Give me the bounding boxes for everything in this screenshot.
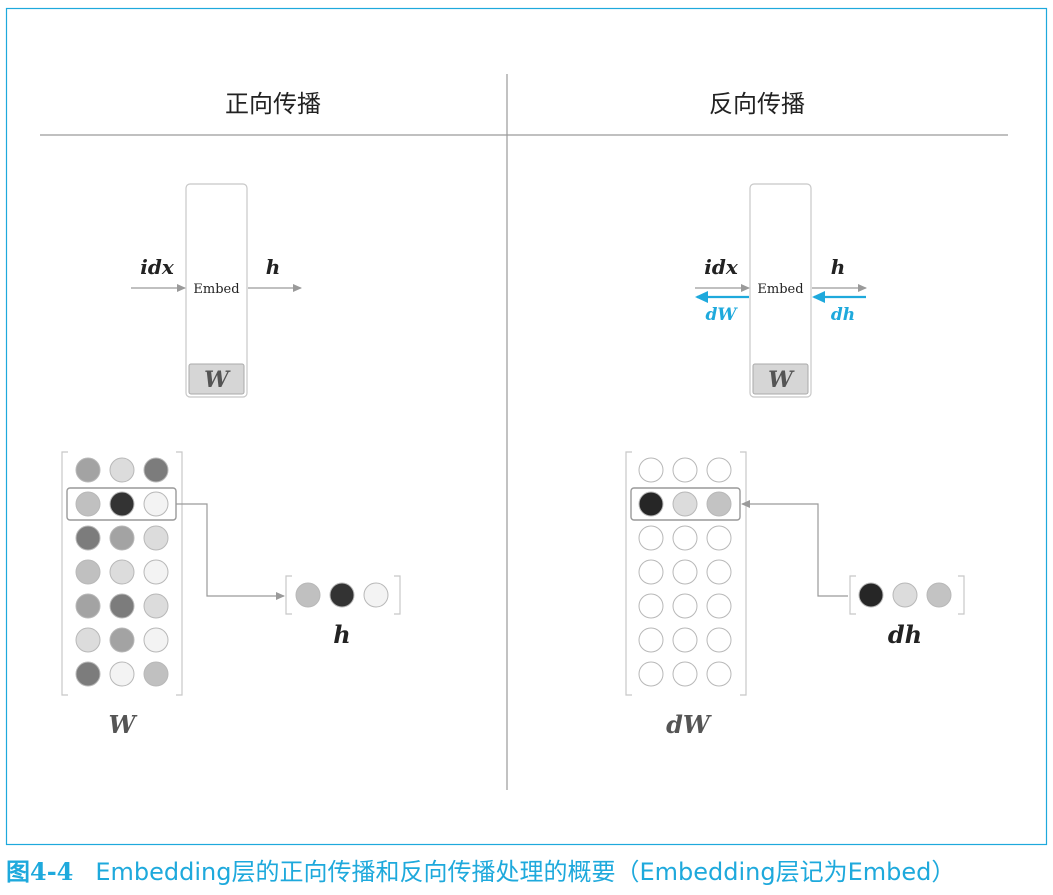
backward-matrix-cell-r0-c0: [638, 457, 664, 483]
backward-matrix-cell-r1-c0: [638, 491, 664, 517]
forward-matrix-cell-r4-c2: [143, 593, 169, 619]
forward-embed-node: Embed W: [185, 183, 248, 398]
forward-matrix-cell-r0-c1: [109, 457, 135, 483]
backward-matrix-cell-r4-c1: [672, 593, 698, 619]
backward-matrix-cell-r4-c2: [706, 593, 732, 619]
forward-matrix-cell-r1-c1: [109, 491, 135, 517]
forward-embed-box: [185, 183, 248, 398]
forward-matrix-cell-r3-c1: [109, 559, 135, 585]
backward-matrix-cell-r1-c1: [672, 491, 698, 517]
backward-matrix-cell-r6-c1: [672, 661, 698, 687]
forward-vector-bracket-left: [285, 575, 292, 615]
backward-embed-box: [749, 183, 812, 398]
forward-matrix-cell-r5-c2: [143, 627, 169, 653]
forward-title: 正向传播: [225, 90, 321, 118]
forward-matrix-cell-r6-c2: [143, 661, 169, 687]
backward-matrix-bracket-left: [625, 451, 632, 696]
backward-matrix-label: dW: [666, 710, 712, 739]
backward-matrix-cell-r6-c0: [638, 661, 664, 687]
backward-vector-bracket-left: [849, 575, 856, 615]
forward-matrix-cell-r5-c0: [75, 627, 101, 653]
backward-matrix-cell-r1-c2: [706, 491, 732, 517]
backward-scatter-connector: [741, 500, 848, 597]
forward-matrix-cell-r1-c2: [143, 491, 169, 517]
backward-vector-bracket-right: [958, 575, 965, 615]
forward-weight-box: [188, 363, 245, 395]
backward-weight-box: [752, 363, 809, 395]
backward-matrix-cell-r5-c0: [638, 627, 664, 653]
forward-matrix-cell-r4-c1: [109, 593, 135, 619]
grad-output-label: dh: [831, 305, 855, 325]
backward-matrix-cell-r4-c0: [638, 593, 664, 619]
backward-matrix-cell-r2-c2: [706, 525, 732, 551]
forward-matrix-cell-r1-c0: [75, 491, 101, 517]
backward-matrix-cell-r3-c2: [706, 559, 732, 585]
grad-weight-label: dW: [706, 305, 739, 325]
backward-embed-label: Embed: [757, 282, 803, 297]
backward-vector-cell-r0-c2: [926, 582, 952, 608]
backward-weight-label: W: [768, 367, 795, 393]
forward-matrix-cell-r2-c2: [143, 525, 169, 551]
forward-input-label: idx: [140, 255, 175, 279]
backward-matrix-cell-r2-c1: [672, 525, 698, 551]
forward-matrix-cell-r0-c0: [75, 457, 101, 483]
forward-matrix-bracket-left: [61, 451, 68, 696]
forward-matrix-label: W: [109, 710, 138, 739]
forward-vector-bracket-right: [394, 575, 401, 615]
figure-number: 图4-4: [6, 857, 74, 886]
backward-grad-matrix: [625, 451, 747, 696]
forward-lookup-connector: [176, 503, 285, 600]
forward-weight-matrix: [61, 451, 183, 696]
forward-output-label: h: [266, 255, 281, 279]
backward-output-label: h: [831, 255, 846, 279]
backward-title: 反向传播: [709, 90, 805, 118]
figure-caption: 图4-4 Embedding层的正向传播和反向传播处理的概要（Embedding层…: [6, 852, 1053, 892]
figure-border: [5, 7, 1048, 846]
backward-matrix-cell-r2-c0: [638, 525, 664, 551]
backward-matrix-cell-r3-c1: [672, 559, 698, 585]
forward-matrix-cell-r3-c2: [143, 559, 169, 585]
forward-embed-label: Embed: [193, 282, 239, 297]
backward-matrix-cell-r6-c2: [706, 661, 732, 687]
backward-selected-row-highlight: [630, 487, 741, 521]
forward-matrix-cell-r6-c0: [75, 661, 101, 687]
backward-vector-cell-r0-c0: [858, 582, 884, 608]
caption-text: Embedding层的正向传播和反向传播处理的概要（Embedding层记为Em…: [95, 858, 956, 886]
forward-matrix-bracket-right: [176, 451, 183, 696]
forward-vector-label: h: [333, 620, 350, 649]
forward-matrix-cell-r6-c1: [109, 661, 135, 687]
backward-matrix-bracket-right: [740, 451, 747, 696]
backward-vector-cell-r0-c1: [892, 582, 918, 608]
forward-vector-cell-r0-c1: [329, 582, 355, 608]
backward-matrix-cell-r5-c1: [672, 627, 698, 653]
forward-matrix-cell-r4-c0: [75, 593, 101, 619]
forward-vector-cell-r0-c0: [295, 582, 321, 608]
forward-matrix-cell-r2-c1: [109, 525, 135, 551]
forward-matrix-cell-r0-c2: [143, 457, 169, 483]
backward-matrix-cell-r5-c2: [706, 627, 732, 653]
backward-vector-label: dh: [888, 620, 922, 649]
backward-matrix-cell-r0-c1: [672, 457, 698, 483]
backward-matrix-cell-r3-c0: [638, 559, 664, 585]
forward-weight-label: W: [204, 367, 231, 393]
backward-input-label: idx: [704, 255, 739, 279]
backward-grad-vector: [849, 575, 965, 615]
forward-matrix-cell-r3-c0: [75, 559, 101, 585]
forward-matrix-cell-r5-c1: [109, 627, 135, 653]
forward-vector-cell-r0-c2: [363, 582, 389, 608]
backward-embed-node: Embed W: [749, 183, 812, 398]
forward-matrix-cell-r2-c0: [75, 525, 101, 551]
forward-output-vector: [285, 575, 401, 615]
backward-matrix-cell-r0-c2: [706, 457, 732, 483]
